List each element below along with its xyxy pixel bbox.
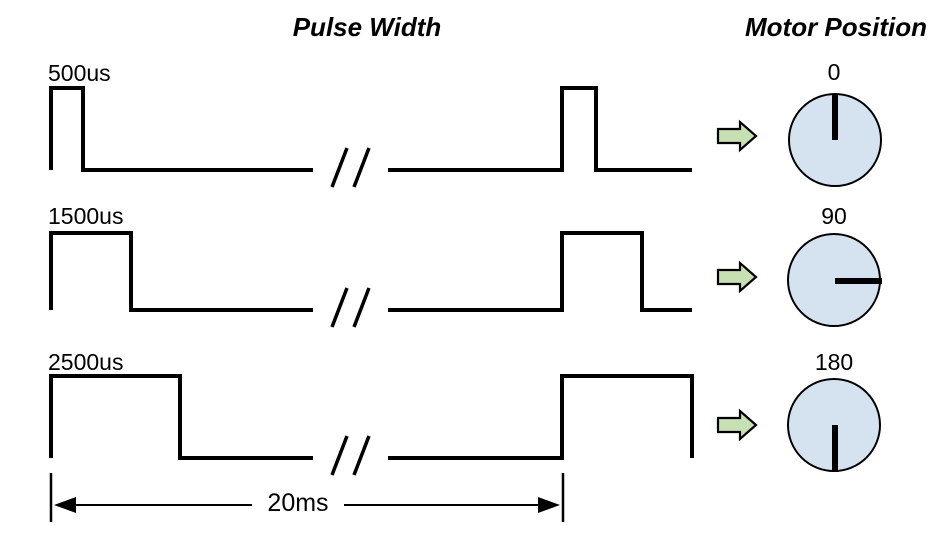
position-label-180: 180 <box>814 349 854 375</box>
dial-needle-right <box>835 278 882 284</box>
waveform-500us <box>49 86 692 172</box>
position-label-0: 0 <box>827 59 841 85</box>
period-label: 20ms <box>267 489 329 517</box>
break-mark-row3 <box>330 435 371 476</box>
pulse-width-title: Pulse Width <box>292 12 442 42</box>
arrow-right-icon <box>716 408 758 442</box>
period-arrowheads <box>54 497 560 513</box>
position-label-90: 90 <box>821 203 847 229</box>
waveform-2500us <box>49 374 694 460</box>
arrow-right-icon <box>716 119 758 153</box>
break-mark-row2 <box>330 287 371 328</box>
dial-needle-down <box>832 425 838 472</box>
pulse-label-500us: 500us <box>48 60 111 86</box>
pulse-label-1500us: 1500us <box>48 203 124 229</box>
arrow-right-icon <box>716 260 758 294</box>
period-dimension <box>49 473 565 522</box>
dial-needle-up <box>832 95 838 140</box>
waveform-1500us <box>49 231 692 312</box>
pulse-label-2500us: 2500us <box>48 349 124 375</box>
motor-position-title: Motor Position <box>745 12 927 42</box>
break-mark-row1 <box>330 147 371 188</box>
